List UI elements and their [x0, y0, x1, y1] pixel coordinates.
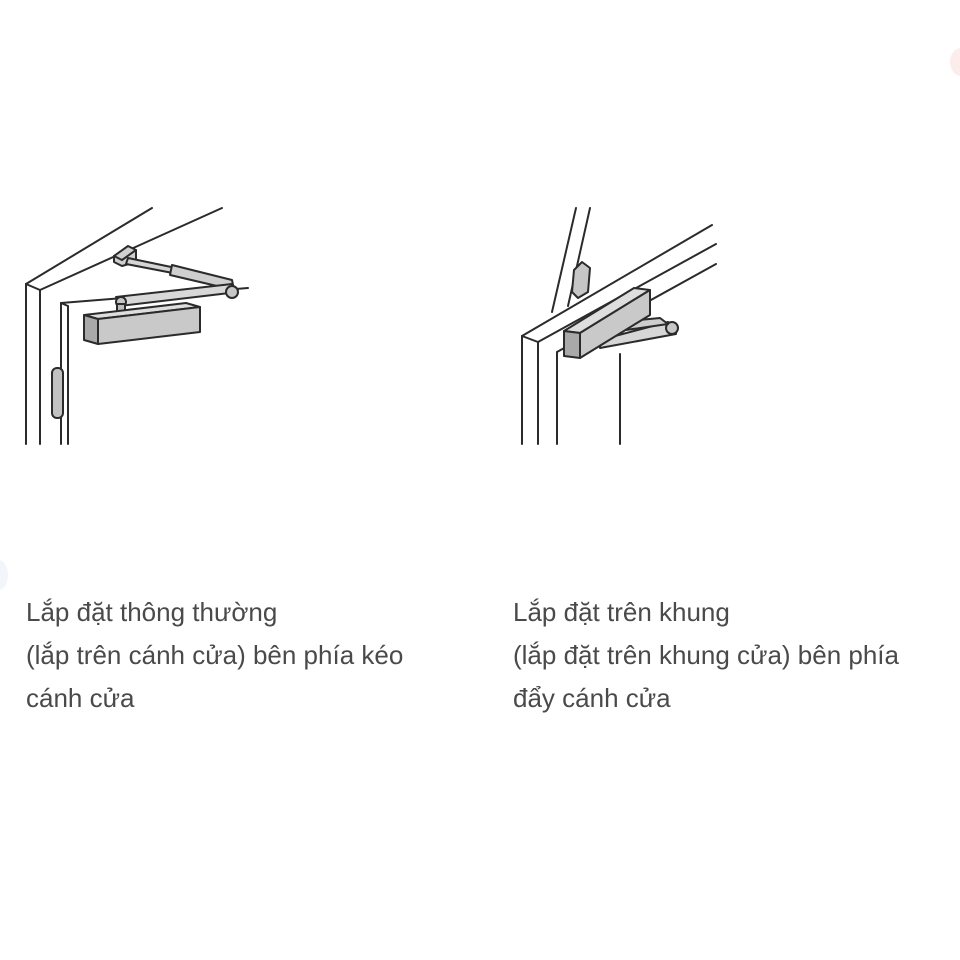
caption-line: (lắp trên cánh cửa) bên phía kéo [26, 640, 404, 670]
door-closer-frame-mount-icon [521, 207, 717, 445]
caption-line: (lắp đặt trên khung cửa) bên phía [513, 640, 899, 670]
edge-tint-top-right [950, 48, 960, 76]
caption-line: Lắp đặt trên khung [513, 597, 730, 627]
caption-line: Lắp đặt thông thường [26, 597, 278, 627]
caption-pull-side: Lắp đặt thông thường (lắp trên cánh cửa)… [26, 591, 403, 720]
caption-frame-mount: Lắp đặt trên khung (lắp đặt trên khung c… [513, 591, 899, 720]
edge-tint-left [0, 560, 8, 590]
caption-line: cánh cửa [26, 683, 135, 713]
caption-line: đẩy cánh cửa [513, 683, 671, 713]
door-closer-pull-side-icon [25, 207, 249, 445]
